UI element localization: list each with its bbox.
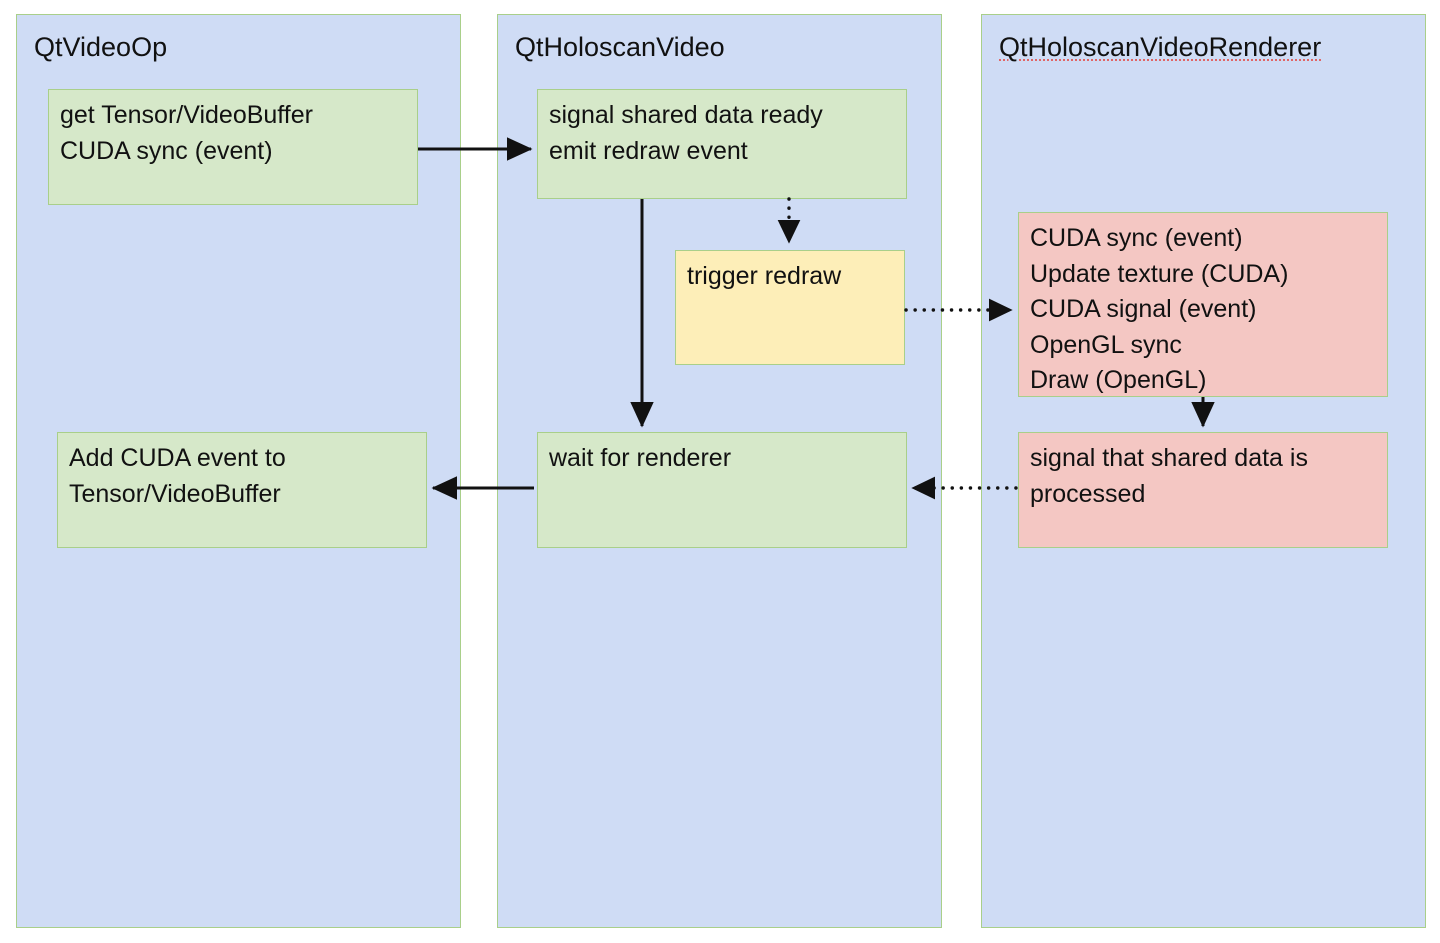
node-signal-shared-data-ready[interactable]: signal shared data ready emit redraw eve… [537,89,907,199]
swimlane-title-qtholoscanvideorenderer: QtHoloscanVideoRenderer [999,32,1322,62]
swimlane-title-qtvideoop: QtVideoOp [34,32,168,62]
swimlane-title-qtholoscanvideo: QtHoloscanVideo [515,32,725,62]
node-signal-processed[interactable]: signal that shared data is processed [1018,432,1388,548]
node-renderer-steps[interactable]: CUDA sync (event) Update texture (CUDA) … [1018,212,1388,397]
node-add-cuda-event[interactable]: Add CUDA event to Tensor/VideoBuffer [57,432,427,548]
node-trigger-redraw[interactable]: trigger redraw [675,250,905,365]
node-get-tensor[interactable]: get Tensor/VideoBuffer CUDA sync (event) [48,89,418,205]
node-wait-for-renderer[interactable]: wait for renderer [537,432,907,548]
